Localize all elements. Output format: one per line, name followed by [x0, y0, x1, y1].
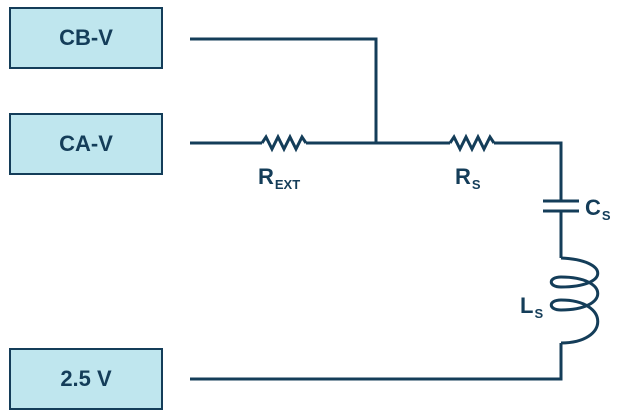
r-ext-label: REXT: [258, 164, 300, 192]
r-s-label: RS: [455, 164, 481, 192]
resistor-rext: [260, 133, 308, 153]
ca-v-label: CA-V: [59, 131, 113, 156]
ca-v-block: CA-V: [9, 113, 163, 175]
v2-5-label: 2.5 V: [60, 366, 112, 391]
r-ext-symbol: R: [258, 164, 274, 189]
wire-rs-cs: [494, 141, 563, 201]
l-s-symbol: L: [520, 293, 534, 318]
c-s-symbol: C: [585, 195, 601, 220]
resistor-rs: [448, 133, 496, 153]
wire-cbv: [190, 37, 378, 143]
cb-v-label: CB-V: [59, 25, 113, 50]
r-ext-subscript: EXT: [274, 177, 301, 192]
c-s-label: CS: [585, 195, 611, 223]
inductor-ls: [549, 256, 600, 345]
r-s-symbol: R: [455, 164, 471, 189]
wire-ls-25v: [190, 343, 563, 381]
r-s-subscript: S: [471, 177, 481, 192]
cb-v-block: CB-V: [9, 7, 163, 69]
c-s-subscript: S: [601, 208, 611, 223]
v2-5-block: 2.5 V: [9, 348, 163, 410]
l-s-subscript: S: [534, 306, 544, 321]
l-s-label: LS: [520, 293, 543, 321]
